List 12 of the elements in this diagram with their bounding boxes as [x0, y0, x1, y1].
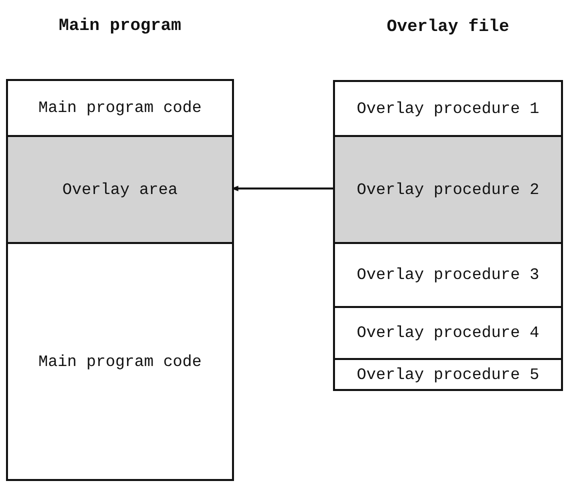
memory-segment — [335, 135, 561, 242]
segment-label: Overlay procedure 2 — [356, 180, 540, 198]
segment-label: Main program code — [38, 352, 202, 370]
column-heading: Main program — [58, 17, 182, 36]
segment-label: Overlay area — [62, 180, 178, 198]
segment-label: Main program code — [38, 99, 202, 117]
segment-label: Overlay procedure 4 — [356, 324, 540, 342]
memory-segment — [8, 135, 232, 242]
column-heading: Overlay file — [386, 18, 510, 37]
segment-label: Overlay procedure 1 — [356, 100, 540, 118]
segment-label: Overlay procedure 5 — [356, 366, 540, 384]
segment-label: Overlay procedure 3 — [356, 266, 540, 284]
